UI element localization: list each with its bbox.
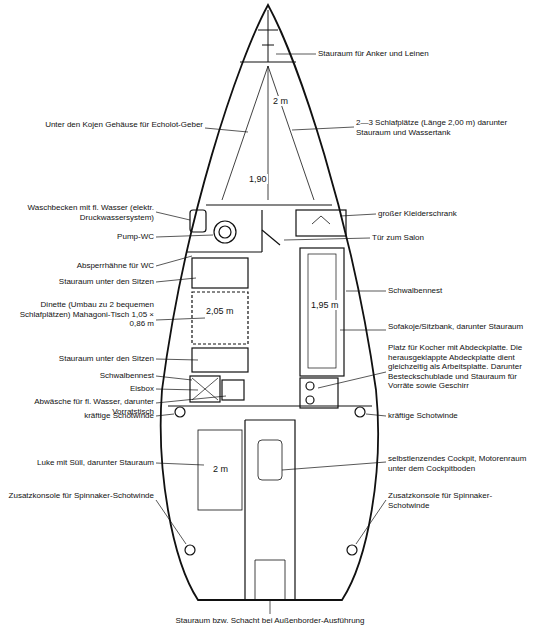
dimension: 2,05 m xyxy=(205,306,235,316)
callout-label: kräftige Schotwinde xyxy=(388,411,530,421)
callout-label: Sofakoje/Sitzbank, darunter Stauraum xyxy=(388,322,530,332)
callout-label: Eisbox xyxy=(8,384,154,394)
callout-label: Waschbecken mit fl. Wasser (elektr. Druc… xyxy=(8,203,154,222)
callout-label: Luke mit Süll, darunter Stauraum xyxy=(8,458,154,468)
callout-label: Zusatzkonsole für Spinnaker-Schotwinde xyxy=(8,491,154,501)
callout-label: Schwalbennest xyxy=(388,286,530,296)
callout-label: Pump-WC xyxy=(8,232,154,242)
callout-label: 2—3 Schlafplätze (Länge 2,00 m) darunter… xyxy=(356,118,528,137)
callout-label: selbstlenzendes Cockpit, Motorenraum unt… xyxy=(388,454,530,473)
callout-label: Dinette (Umbau zu 2 bequemen Schlafplätz… xyxy=(8,300,154,329)
dimension: 1,95 m xyxy=(310,300,340,310)
hull-outline xyxy=(161,5,378,600)
callout-label: kräftige Schotwinde xyxy=(8,411,154,421)
leader-lines xyxy=(156,54,386,614)
dimension: 2 m xyxy=(272,96,289,106)
callout-label: Stauraum für Anker und Leinen xyxy=(318,49,498,59)
callout-label: Stauraum bzw. Schacht bei Außenborder-Au… xyxy=(120,616,420,626)
callout-label: großer Kleiderschrank xyxy=(378,209,528,219)
dimension: 2 m xyxy=(212,464,229,474)
callout-label: Zusatzkonsole für Spinnaker-Schotwinde xyxy=(388,491,530,510)
callout-label: Absperrhähne für WC xyxy=(8,261,154,271)
callout-label: Stauraum unter den Sitzen xyxy=(8,354,154,364)
callout-label: Stauraum unter den Sitzen xyxy=(8,277,154,287)
callout-label: Platz für Kocher mit Abdeckplatte. Die h… xyxy=(388,343,532,391)
callout-label: Schwalbennest xyxy=(8,371,154,381)
callout-label: Unter den Kojen Gehäuse für Echolot-Gebe… xyxy=(40,120,203,130)
callout-label: Tür zum Salon xyxy=(372,233,522,243)
dimension: 1,90 xyxy=(248,174,268,184)
